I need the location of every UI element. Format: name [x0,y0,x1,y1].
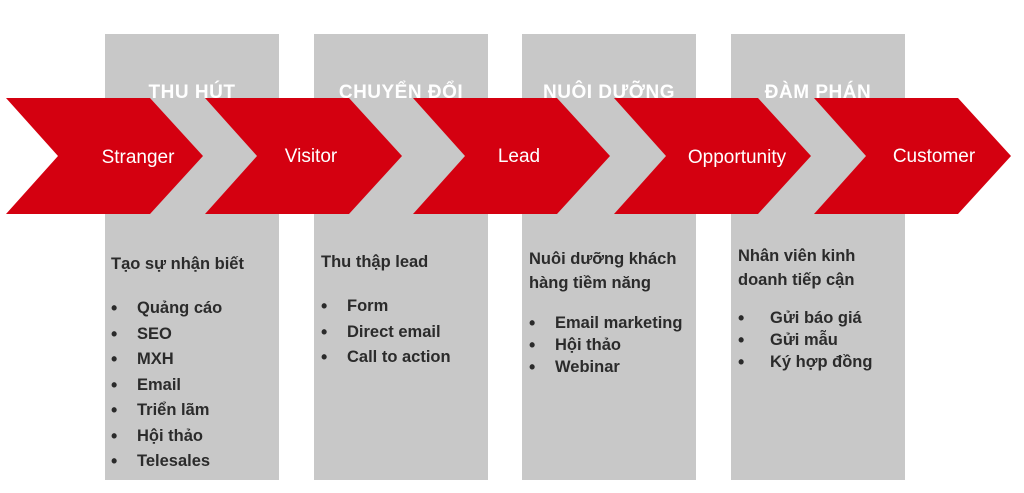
list-item: Telesales [111,449,276,475]
list-item: Direct email [321,320,486,346]
list-item: Webinar [529,356,697,378]
phase-title: THU HÚT [148,82,236,103]
phase-title: CHUYỂN ĐỔI [338,82,464,103]
list-item: Gửi báo giá [738,307,898,329]
list-item: Email [111,373,276,399]
chevron-stranger [6,98,203,214]
details-list: Form Direct email Call to action [321,294,486,371]
stage-label-customer: Customer [892,146,976,167]
list-item: Hội thảo [529,334,697,356]
stage-label-opportunity: Opportunity [687,147,787,168]
list-item: Ký hợp đồng [738,351,898,373]
chevron-visitor [205,98,402,214]
phase-title: NUÔI DƯỠNG [543,82,675,103]
details-chuyen-doi: Thu thập lead Form Direct email Call to … [321,250,486,371]
list-item: Triển lãm [111,398,276,424]
details-heading: Tạo sự nhận biết [111,255,244,273]
stage-label-lead: Lead [497,146,541,167]
list-item: SEO [111,322,276,348]
list-item: Email marketing [529,312,697,334]
list-item: Quảng cáo [111,296,276,322]
details-list: Gửi báo giá Gửi mẫu Ký hợp đồng [738,307,898,373]
stage-label-stranger: Stranger [101,147,175,168]
details-heading: Nuôi dưỡng khách hàng tiềm năng [529,250,677,292]
details-heading: Thu thập lead [321,253,429,271]
details-thu-hut: Tạo sự nhận biết Quảng cáo SEO MXH Email… [111,252,276,475]
list-item: Call to action [321,345,486,371]
details-dam-phan: Nhân viên kinh doanh tiếp cận Gửi báo gi… [738,244,898,373]
list-item: Hội thảo [111,424,276,450]
stage-label-visitor: Visitor [284,146,338,167]
chevron-lead [413,98,610,214]
details-nuoi-duong: Nuôi dưỡng khách hàng tiềm năng Email ma… [529,247,697,378]
list-item: Form [321,294,486,320]
phase-title: ĐÀM PHÁN [764,82,872,103]
list-item: Gửi mẫu [738,329,898,351]
chevron-customer [814,98,1011,214]
chevron-opportunity [614,98,811,214]
details-list: Quảng cáo SEO MXH Email Triển lãm Hội th… [111,296,276,475]
details-list: Email marketing Hội thảo Webinar [529,312,697,378]
details-heading: Nhân viên kinh doanh tiếp cận [738,247,856,289]
list-item: MXH [111,347,276,373]
